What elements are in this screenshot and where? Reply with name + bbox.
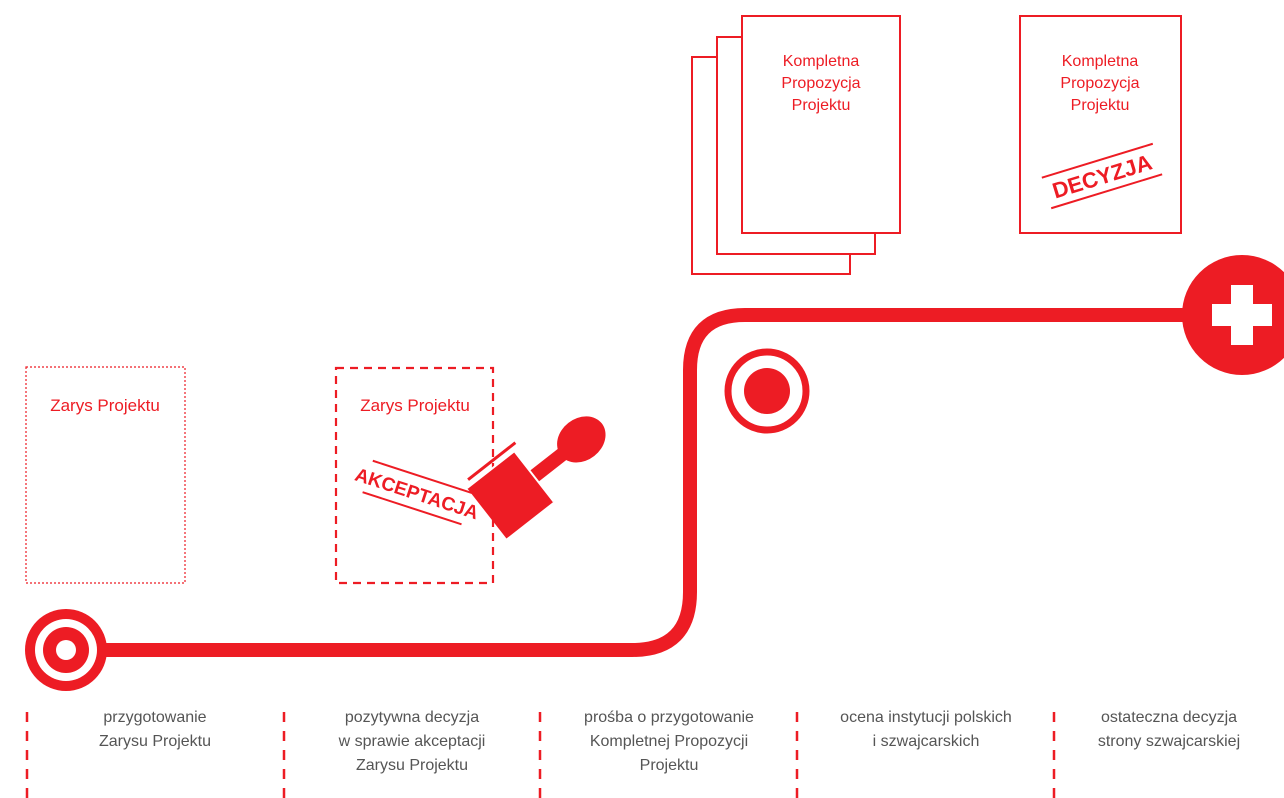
step-4-line-1: ocena instytucji polskich <box>840 709 1012 726</box>
final-title-line-1: Kompletna <box>1062 53 1139 70</box>
acceptance-stamp-mark: AKCEPTACJA <box>352 459 481 526</box>
final-title-line-3: Projektu <box>1071 97 1130 114</box>
step-caption-4: ocena instytucji polskich i szwajcarskic… <box>811 706 1041 754</box>
step-4-line-2: i szwajcarskich <box>872 733 980 750</box>
step-3-line-3: Projektu <box>639 757 699 774</box>
accepted-document-frame <box>334 366 495 585</box>
full-proposal-stack: Kompletna Propozycja Projektu <box>691 15 901 275</box>
step-caption-5: ostateczna decyzja strony szwajcarskiej <box>1054 706 1284 754</box>
step-caption-2: pozytywna decyzja w sprawie akceptacji Z… <box>297 706 527 778</box>
step-5-line-2: strony szwajcarskiej <box>1097 733 1241 750</box>
outline-document: Zarys Projektu <box>25 366 186 584</box>
outline-document-title: Zarys Projektu <box>50 396 160 415</box>
outline-document-frame <box>25 366 186 584</box>
step-2-line-2: w sprawie akceptacji <box>338 733 486 750</box>
step-3-line-2: Kompletnej Propozycji <box>589 733 749 750</box>
step-1-line-2: Zarysu Projektu <box>98 733 212 750</box>
middle-target-icon <box>724 348 810 434</box>
timeline-path <box>59 308 1247 657</box>
step-2-line-3: Zarysu Projektu <box>355 757 469 774</box>
step-2-line-1: pozytywna decyzja <box>344 709 480 726</box>
final-document-frame <box>1019 15 1182 234</box>
step-caption-3: prośba o przygotowanie Kompletnej Propoz… <box>554 706 784 778</box>
step-5-line-1: ostateczna decyzja <box>1100 709 1238 726</box>
stack-page-front <box>741 15 901 234</box>
step-1-line-1: przygotowanie <box>103 709 207 726</box>
swiss-cross-icon <box>1182 255 1284 375</box>
final-document: Kompletna Propozycja Projektu DECYZJA <box>1019 15 1182 234</box>
rubber-stamp-icon <box>466 416 606 539</box>
stack-title-line-1: Kompletna <box>783 53 860 70</box>
stack-title-line-3: Projektu <box>792 97 851 114</box>
accepted-document: Zarys Projektu AKCEPTACJA <box>334 366 495 585</box>
stack-title-line-2: Propozycja <box>781 75 860 92</box>
accepted-document-title: Zarys Projektu <box>360 396 470 415</box>
step-dividers <box>25 712 1056 798</box>
start-target-icon <box>25 609 107 691</box>
step-3-line-1: prośba o przygotowanie <box>584 709 754 726</box>
final-title-line-2: Propozycja <box>1060 75 1139 92</box>
step-caption-1: przygotowanie Zarysu Projektu <box>40 706 270 754</box>
